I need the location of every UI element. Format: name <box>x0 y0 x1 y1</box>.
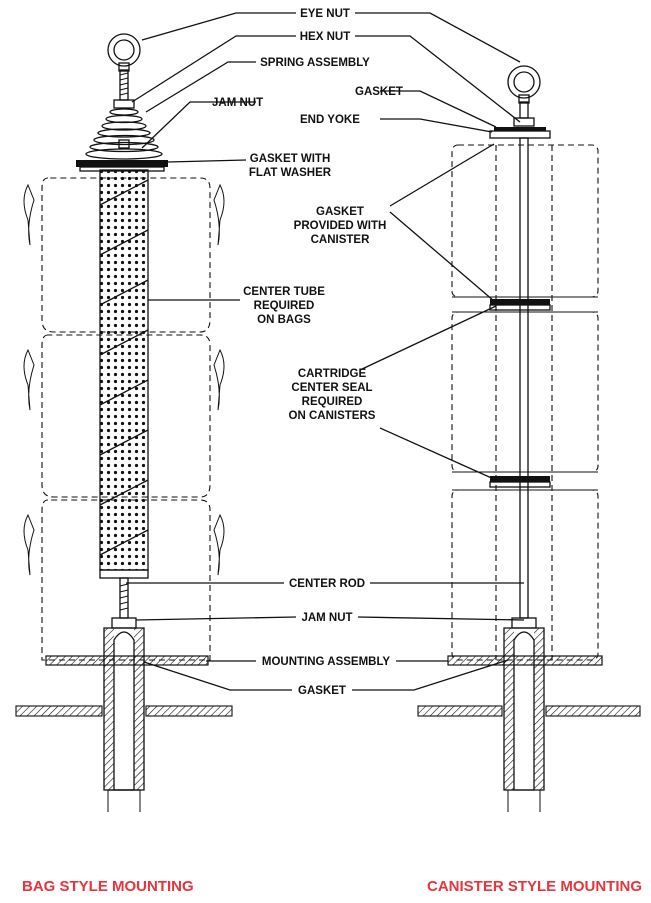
floor-plate-left <box>15 705 233 717</box>
label-mounting-assembly: MOUNTING ASSEMBLY <box>262 656 391 668</box>
canister-style-assembly <box>417 65 641 812</box>
cartridge-center-seals <box>489 299 551 488</box>
label-center-rod: CENTER ROD <box>289 578 365 590</box>
caption-bag-style: BAG STYLE MOUNTING <box>22 878 194 895</box>
label-cartridge-seal-line2: CENTER SEAL <box>291 382 372 394</box>
label-jam-nut-top: JAM NUT <box>212 97 263 109</box>
labels: EYE NUT HEX NUT SPRING ASSEMBLY GASKET J… <box>212 8 403 697</box>
label-cartridge-seal-line1: CARTRIDGE <box>298 368 367 380</box>
label-gasket-bottom: GASKET <box>298 685 346 697</box>
hex-nut-left <box>113 99 135 109</box>
label-gasket-canister-line2: PROVIDED WITH <box>294 220 387 232</box>
label-end-yoke: END YOKE <box>300 114 360 126</box>
floor-plate-right <box>417 705 641 717</box>
label-gasket-flat-washer-line2: FLAT WASHER <box>249 167 332 179</box>
eye-nut-left <box>107 33 141 72</box>
label-eye-nut: EYE NUT <box>300 8 350 20</box>
center-rod-right <box>519 137 529 619</box>
gasket-flat-washer <box>76 160 168 167</box>
label-gasket-flat-washer-line1: GASKET WITH <box>250 153 331 165</box>
label-center-tube-line3: ON BAGS <box>257 314 311 326</box>
spring-assembly <box>85 108 163 160</box>
threaded-rod-top-left <box>119 69 129 101</box>
leader-lines <box>126 12 525 691</box>
label-jam-nut-bottom: JAM NUT <box>301 612 352 624</box>
caption-canister-style: CANISTER STYLE MOUNTING <box>427 878 642 895</box>
center-rod-left <box>119 577 129 619</box>
label-gasket-top: GASKET <box>355 86 403 98</box>
mounting-assembly-right <box>447 627 603 812</box>
canisters <box>451 144 599 661</box>
label-gasket-canister-line3: CANISTER <box>311 234 370 246</box>
label-gasket-canister-line1: GASKET <box>316 206 364 218</box>
captions: BAG STYLE MOUNTING CANISTER STYLE MOUNTI… <box>22 878 642 895</box>
label-cartridge-seal-line4: ON CANISTERS <box>289 410 376 422</box>
label-cartridge-seal-line3: REQUIRED <box>302 396 363 408</box>
jam-nut-bottom-left <box>111 617 137 629</box>
bag-style-assembly <box>15 33 233 812</box>
label-center-tube-line2: REQUIRED <box>254 300 315 312</box>
label-center-tube-line1: CENTER TUBE <box>243 286 325 298</box>
eye-nut-right <box>507 65 541 127</box>
end-yoke <box>489 130 551 139</box>
mounting-assembly-left <box>45 627 209 812</box>
label-hex-nut: HEX NUT <box>300 31 350 43</box>
filter-bags <box>23 177 225 661</box>
center-tube <box>99 169 149 579</box>
label-spring-assembly: SPRING ASSEMBLY <box>260 57 370 69</box>
